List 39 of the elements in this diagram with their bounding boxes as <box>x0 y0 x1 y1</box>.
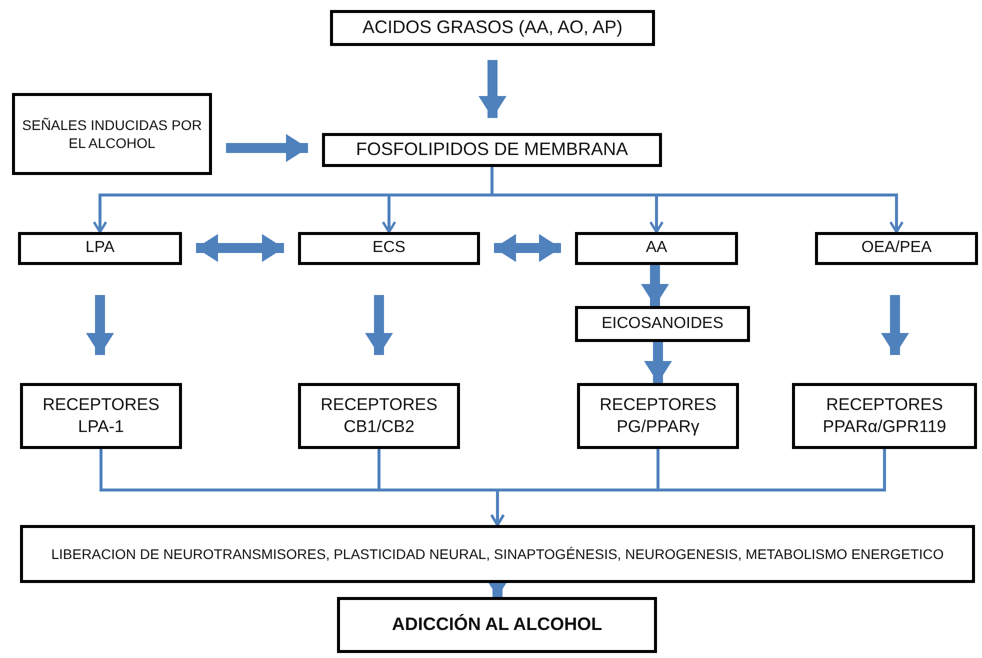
process-box <box>20 525 975 583</box>
box-text: RECEPTORES PPARα/GPR119 <box>822 394 948 438</box>
arrow <box>86 295 114 355</box>
box-text: ACIDOS GRASOS (AA, AO, AP) <box>362 16 623 40</box>
box-text: LIBERACION DE NEUROTRANSMISORES, PLASTICIDAD NEURAL, SINAPTOGÉNESIS, NEUROGENESIS, METABOLISMO ENERGETICO <box>51 544 944 564</box>
process-box <box>12 93 212 175</box>
arrow <box>644 342 672 383</box>
box-text: LPA <box>85 238 115 258</box>
arrow <box>478 60 506 118</box>
process-box <box>575 306 750 342</box>
arrow <box>365 295 393 355</box>
box-text: ADICCIÓN AL ALCOHOL <box>392 613 602 636</box>
box-text: EICOSANOIDES <box>602 314 724 334</box>
box-text: ECS <box>372 238 406 258</box>
box-text: SEÑALES INDUCIDAS POR EL ALCOHOL <box>21 116 203 152</box>
arrow <box>226 134 308 162</box>
box-text: OEA/PEA <box>861 238 932 258</box>
arrow <box>641 265 669 306</box>
box-text: RECEPTORES CB1/CB2 <box>320 394 438 438</box>
process-box <box>298 383 460 449</box>
process-box <box>298 232 480 265</box>
process-box <box>322 133 662 167</box>
arrow <box>490 449 886 526</box>
box-text: RECEPTORES LPA-1 <box>42 394 160 438</box>
process-box <box>337 597 657 653</box>
box-text: RECEPTORES PG/PPARγ <box>598 394 718 438</box>
box-text: FOSFOLIPIDOS DE MEMBRANA <box>356 138 628 162</box>
process-box <box>577 383 739 449</box>
arrow <box>196 234 284 262</box>
process-box <box>792 383 977 449</box>
process-box <box>18 232 182 265</box>
arrow <box>494 234 561 262</box>
process-box <box>815 232 978 265</box>
process-box <box>20 383 182 449</box>
arrow <box>881 295 909 355</box>
process-box <box>330 10 655 46</box>
arrow <box>490 167 904 234</box>
box-text: AA <box>646 238 668 258</box>
process-box <box>575 232 738 265</box>
